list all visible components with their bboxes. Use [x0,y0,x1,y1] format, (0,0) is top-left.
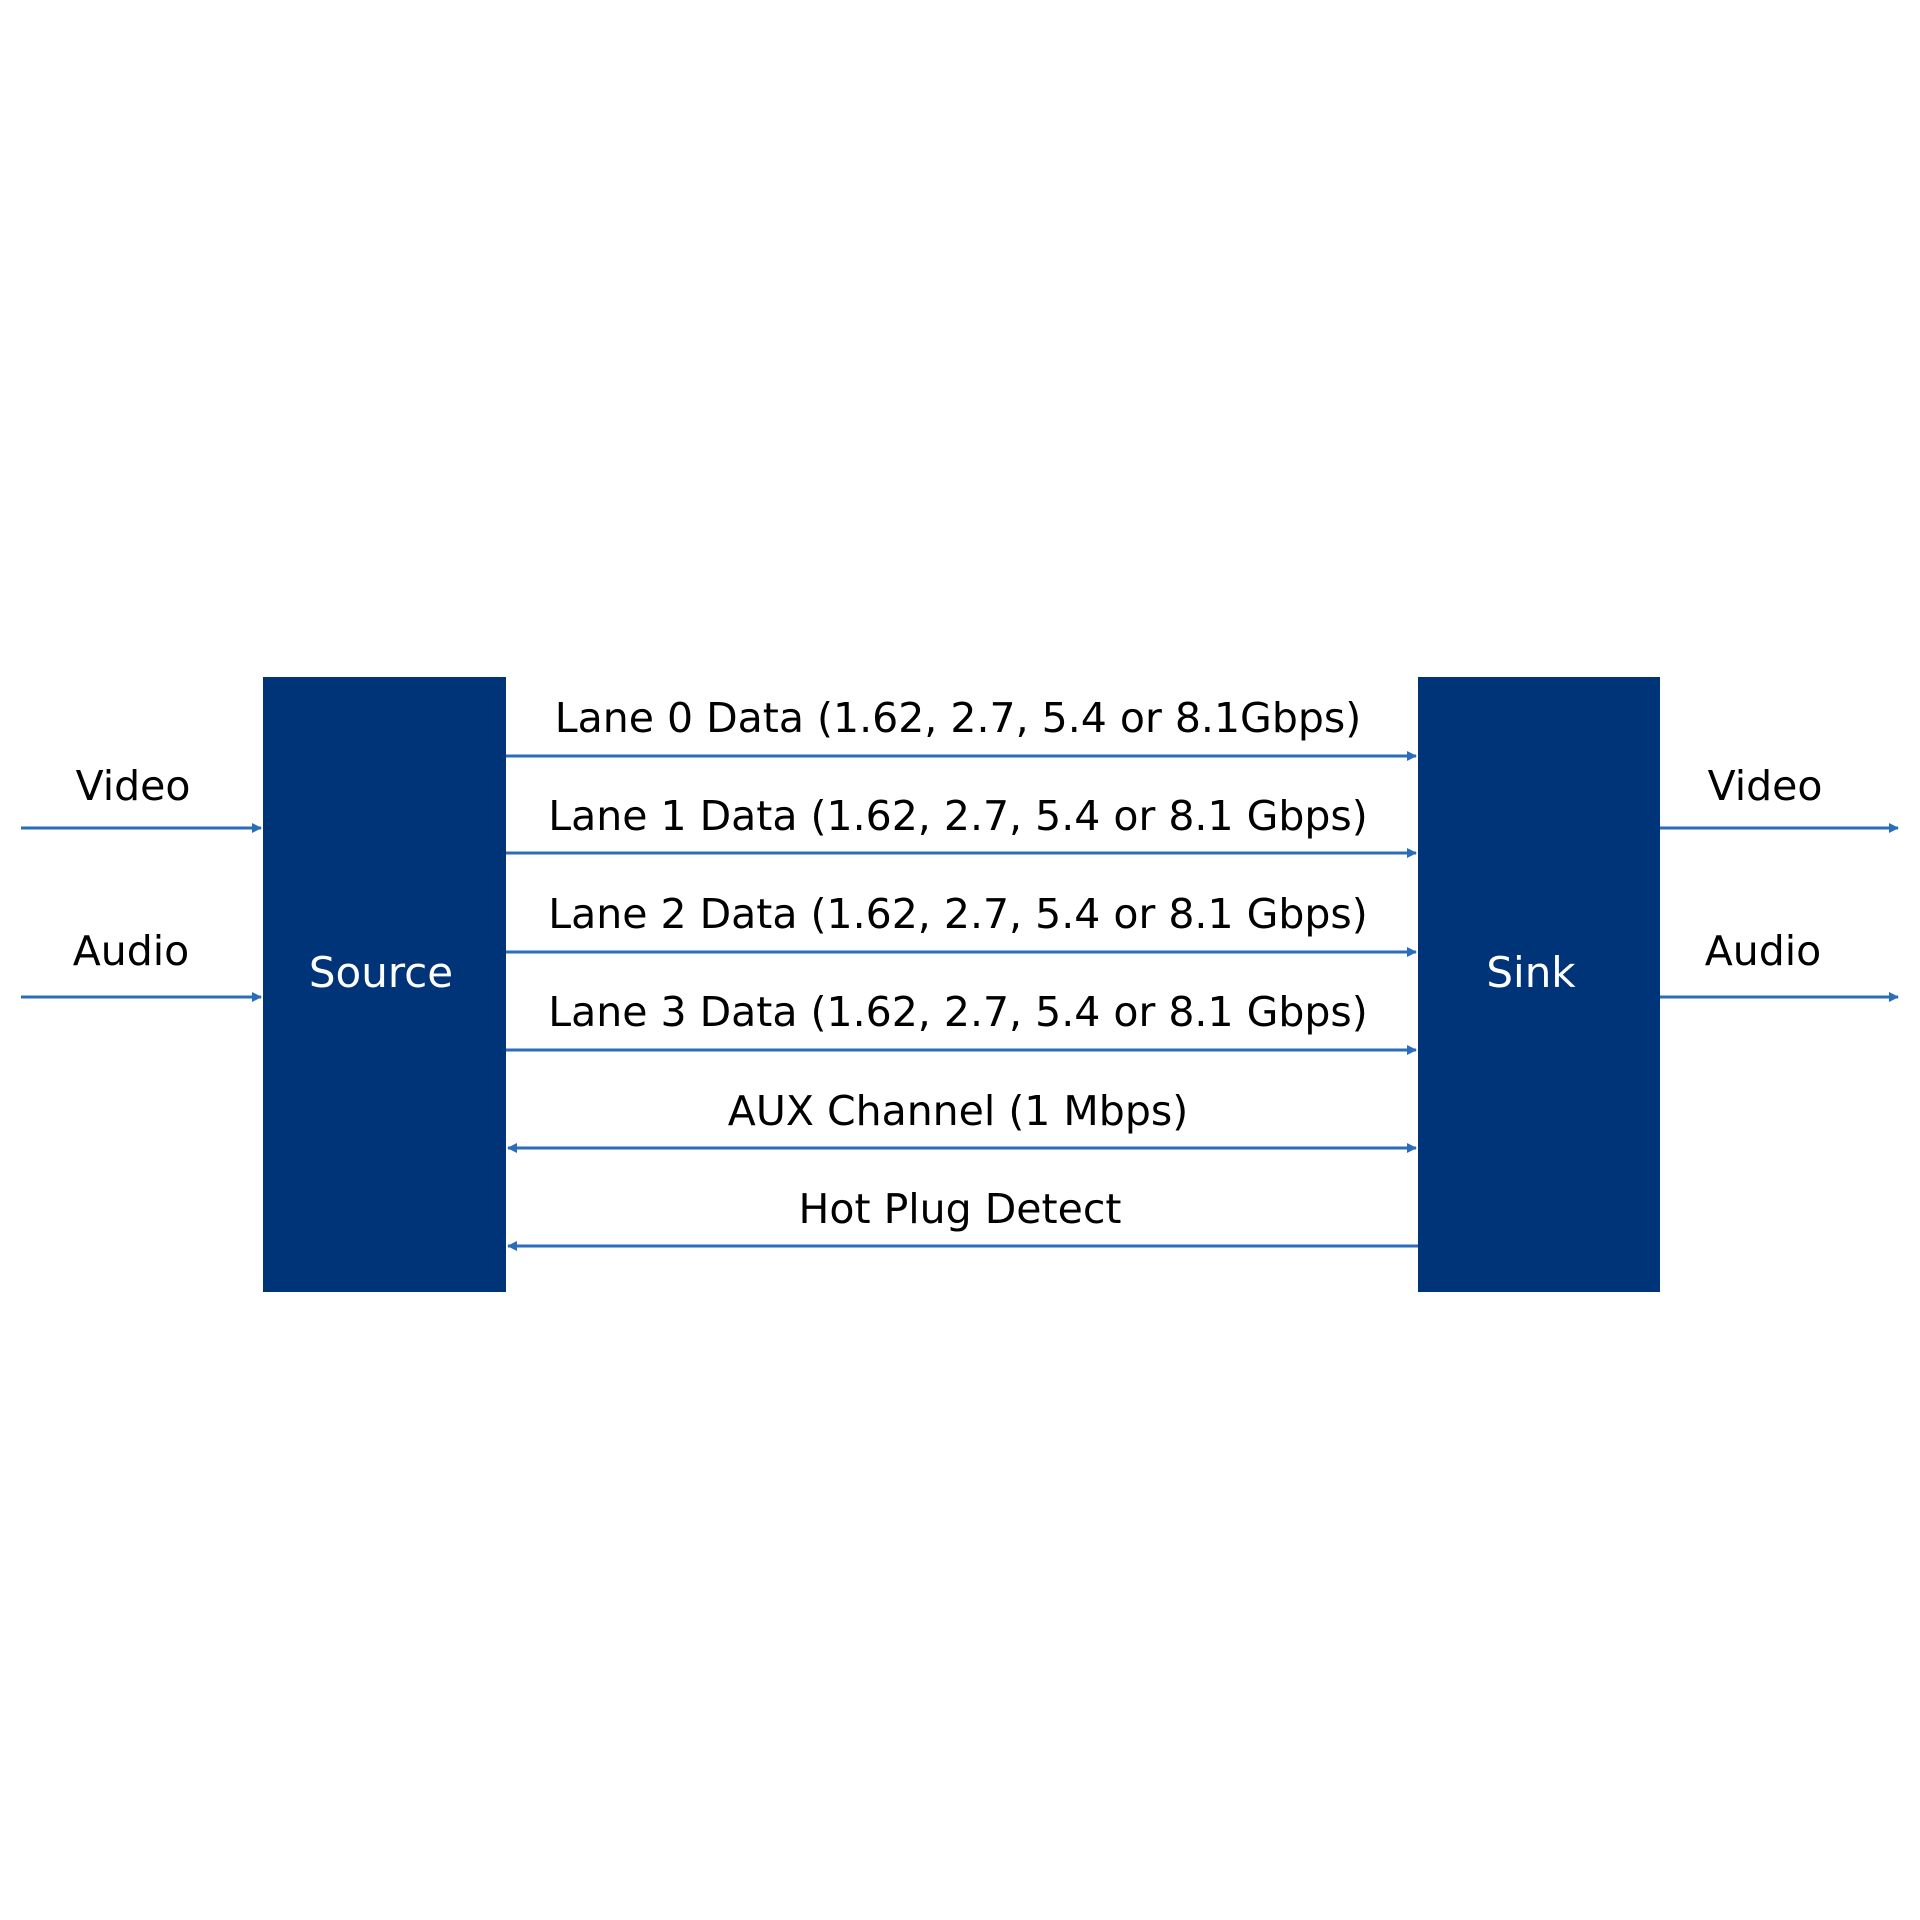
source-block [263,677,506,1292]
output-audio-label: Audio [1705,927,1822,975]
aux-channel-label: AUX Channel (1 Mbps) [728,1087,1188,1135]
lane-1-label: Lane 1 Data (1.62, 2.7, 5.4 or 8.1 Gbps) [548,792,1368,840]
input-video-label: Video [76,762,191,810]
lane-2-label: Lane 2 Data (1.62, 2.7, 5.4 or 8.1 Gbps) [548,890,1368,938]
lane-0-label: Lane 0 Data (1.62, 2.7, 5.4 or 8.1Gbps) [555,694,1361,742]
sink-label: Sink [1486,948,1576,997]
source-label: Source [309,948,453,997]
lane-3-label: Lane 3 Data (1.62, 2.7, 5.4 or 8.1 Gbps) [548,988,1368,1036]
output-video-label: Video [1708,762,1823,810]
hot-plug-detect-label: Hot Plug Detect [799,1185,1122,1233]
input-audio-label: Audio [73,927,190,975]
sink-block [1418,677,1660,1292]
